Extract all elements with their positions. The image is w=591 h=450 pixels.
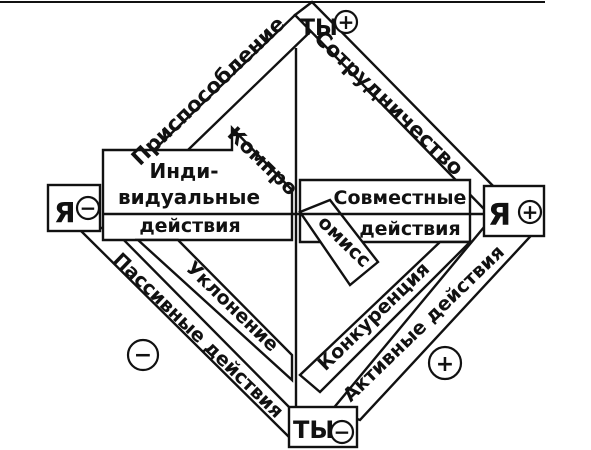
sign-left: −	[80, 196, 97, 220]
compromise-bottom-band	[298, 198, 380, 287]
minus-circle-bottom: −	[329, 419, 355, 445]
label-individual-2: видуальные	[118, 185, 260, 209]
sign-top: +	[338, 10, 355, 34]
sign-right: +	[522, 200, 539, 224]
label-cooperation: Сотрудничество	[309, 26, 468, 181]
minus-circle-lower-left: −	[126, 338, 160, 372]
avoidance-band	[134, 238, 294, 383]
plus-circle-right: +	[517, 199, 543, 225]
sign-bottom: −	[334, 420, 351, 444]
label-joint-2: действия	[359, 218, 460, 240]
sign-lower-right: +	[436, 352, 454, 377]
minus-circle-left: −	[75, 195, 101, 221]
label-individual-1: Инди-	[149, 159, 218, 183]
right-end-box	[482, 184, 546, 238]
plus-circle-top: +	[333, 9, 359, 35]
axis-label-top: ТЫ	[300, 16, 338, 41]
plus-circle-lower-right: +	[427, 345, 463, 381]
axis-label-right: Я	[488, 198, 511, 233]
axis-label-left: Я	[54, 196, 76, 229]
axis-label-bottom: ТЫ	[293, 416, 334, 444]
label-individual-3: действия	[139, 215, 240, 237]
individual-actions-box	[101, 125, 294, 242]
sign-lower-left: −	[134, 343, 152, 368]
label-joint-1: Совместные	[334, 187, 467, 209]
competition-band	[298, 240, 473, 394]
